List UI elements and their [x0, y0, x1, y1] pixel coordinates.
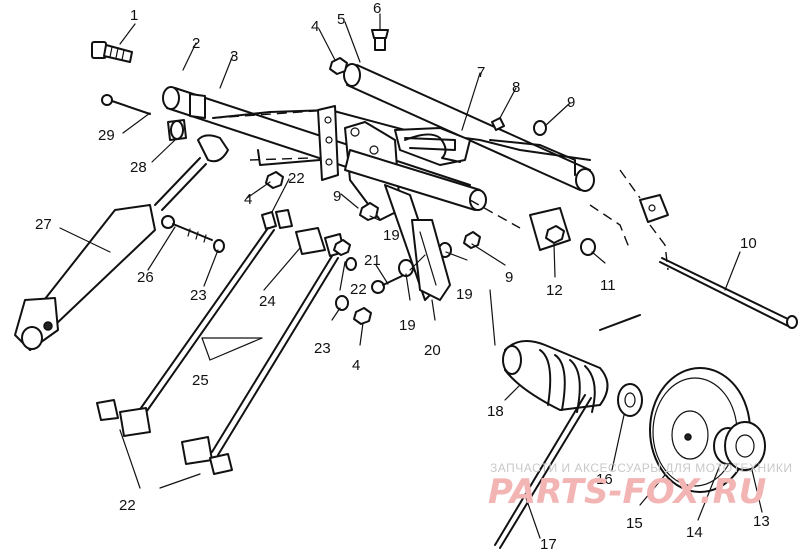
- callout-6: 6: [373, 0, 381, 17]
- callout-9-top: 9: [567, 94, 575, 111]
- callout-29: 29: [98, 127, 115, 144]
- spring-clip-7: [404, 133, 461, 163]
- end-cap-bracket: [639, 194, 669, 223]
- callout-17: 17: [540, 536, 557, 553]
- washer-9-top: [533, 120, 547, 136]
- callout-24: 24: [259, 293, 276, 310]
- callout-22-top: 22: [288, 170, 305, 187]
- callout-18: 18: [487, 403, 504, 420]
- shock-absorber-27: [14, 134, 229, 351]
- nut-4-bottom: [353, 307, 372, 325]
- nut-9-right: [463, 231, 481, 249]
- callout-10: 10: [740, 235, 757, 252]
- callout-8: 8: [512, 79, 520, 96]
- callout-19-b: 19: [456, 286, 473, 303]
- callout-25: 25: [192, 372, 209, 389]
- callout-9-right: 9: [505, 269, 513, 286]
- callout-13: 13: [753, 513, 770, 530]
- callout-26: 26: [137, 269, 154, 286]
- bolt-26: [161, 215, 213, 243]
- callout-19-c: 19: [399, 317, 416, 334]
- pivot-bolt-21: [371, 275, 403, 294]
- callout-5: 5: [337, 11, 345, 28]
- link-rods-25: [96, 209, 345, 475]
- washer-23-right: [335, 295, 349, 311]
- end-plate-12: [529, 207, 571, 251]
- callout-20: 20: [424, 342, 441, 359]
- nut-4-mid: [265, 171, 284, 189]
- washer-16: [617, 383, 643, 417]
- callout-28: 28: [130, 159, 147, 176]
- washer-22-mid: [345, 257, 357, 271]
- callout-9-mid: 9: [333, 188, 341, 205]
- watermark-brand: PARTS-FOX.RU: [488, 472, 766, 512]
- watermark-tagline: ЗАПЧАСТИ И АКСЕССУАРЫ ДЛЯ МОТОТЕХНИКИ: [490, 461, 792, 475]
- callout-14: 14: [686, 524, 703, 541]
- callout-3: 3: [230, 48, 238, 65]
- callout-4-mid: 4: [244, 191, 252, 208]
- bearing-cap-13: [724, 421, 766, 471]
- spring-arm-20: [411, 219, 451, 301]
- nut-4-top: [329, 57, 348, 75]
- bushing-8: [491, 117, 505, 131]
- callout-12: 12: [546, 282, 563, 299]
- callout-7: 7: [477, 64, 485, 81]
- callout-16: 16: [596, 471, 613, 488]
- spring-18: [502, 340, 609, 413]
- washer-23-left: [213, 239, 225, 253]
- callout-27: 27: [35, 216, 52, 233]
- watermark: ЗАПЧАСТИ И АКСЕССУАРЫ ДЛЯ МОТОТЕХНИКИ PA…: [488, 461, 792, 512]
- callout-22-mid: 22: [350, 281, 367, 298]
- bolt-1: [91, 41, 133, 63]
- callout-labels: 1 2 3 4 5 6 7 8 9 29 28 4 22 27 9 19 9 2…: [35, 0, 770, 553]
- bolt-cap-6: [371, 29, 389, 51]
- bolt-29: [101, 94, 151, 115]
- nut-9-upper: [359, 202, 379, 221]
- callout-2: 2: [192, 35, 200, 52]
- callout-4-bottom: 4: [352, 357, 360, 374]
- callout-15: 15: [626, 515, 643, 532]
- callout-22-bottom: 22: [119, 497, 136, 514]
- through-bolt-10: [659, 257, 798, 329]
- callout-1: 1: [130, 7, 138, 24]
- callout-11: 11: [600, 277, 616, 294]
- bushing-28: [167, 119, 187, 141]
- callout-21: 21: [364, 252, 381, 269]
- callout-4-top: 4: [311, 18, 319, 35]
- spring-arm-17: [494, 314, 641, 549]
- callout-19-a: 19: [383, 227, 400, 244]
- callout-23-left: 23: [190, 287, 207, 304]
- leader-lines: [59, 13, 763, 539]
- nut-9-mid: [333, 239, 351, 256]
- callout-23-right: 23: [314, 340, 331, 357]
- washer-11: [580, 238, 596, 256]
